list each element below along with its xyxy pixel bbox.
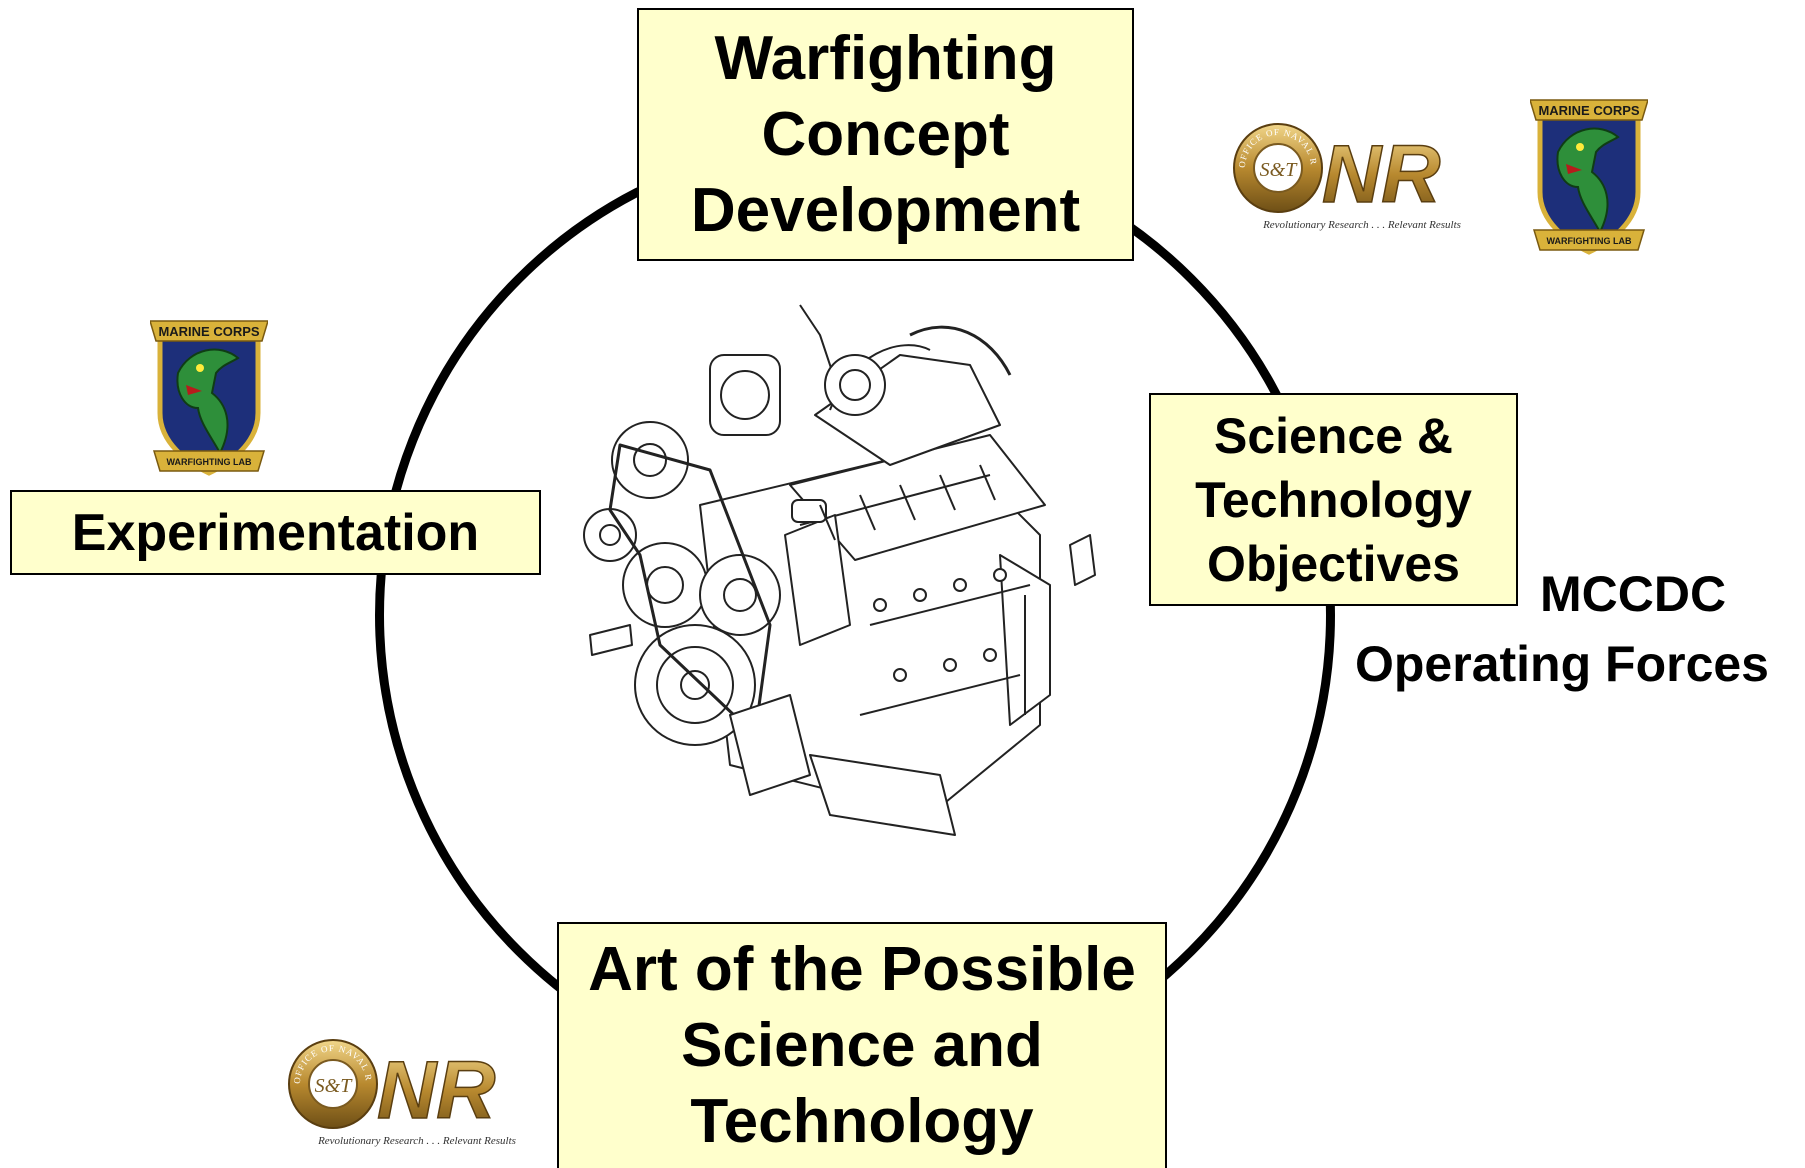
crest-bottom-banner: WARFIGHTING LAB [167, 457, 252, 467]
onr-initials: NR [1322, 129, 1440, 220]
engine-illustration [583, 304, 1096, 836]
box-line: Warfighting [714, 23, 1057, 93]
box-line: Technology [1195, 471, 1472, 528]
crest-top-banner: MARINE CORPS [158, 324, 259, 339]
crest-bottom-banner: WARFIGHTING LAB [1547, 236, 1632, 246]
mccdc-label: MCCDC [1540, 566, 1727, 622]
box-line: Concept [761, 99, 1010, 169]
box-label: Experimentation [71, 503, 480, 562]
box-line: Development [690, 175, 1081, 245]
crest-top-banner: MARINE CORPS [1538, 103, 1639, 118]
box-line: Science and [681, 1011, 1043, 1080]
experimentation-box: Experimentation [10, 490, 541, 575]
warfighting-concept-box: Warfighting Concept Development [637, 8, 1134, 261]
box-line: Art of the Possible [588, 935, 1136, 1004]
onr-monogram: S&T [1260, 159, 1299, 181]
box-line: Science & [1213, 407, 1453, 464]
art-of-possible-box: Art of the Possible Science and Technolo… [557, 922, 1167, 1168]
onr-logo: OFFICE OF NAVAL RESEARCH S&T NR Revoluti… [1230, 120, 1461, 231]
operating-forces-label: Operating Forces [1355, 636, 1769, 692]
box-line: Objectives [1207, 535, 1460, 592]
st-objectives-box: Science & Technology Objectives [1149, 393, 1518, 606]
onr-logo: OFFICE OF NAVAL RESEARCH S&T NR Revoluti… [285, 1036, 516, 1147]
onr-tagline: Revolutionary Research . . . Relevant Re… [1262, 219, 1461, 231]
warfighting-lab-crest: MARINE CORPS WARFIGHTING LAB [150, 320, 268, 476]
onr-monogram: S&T [315, 1075, 354, 1097]
onr-tagline: Revolutionary Research . . . Relevant Re… [317, 1135, 516, 1147]
onr-initials: NR [377, 1045, 495, 1136]
box-line: Technology [690, 1087, 1034, 1156]
warfighting-lab-crest: MARINE CORPS WARFIGHTING LAB [1530, 99, 1648, 255]
